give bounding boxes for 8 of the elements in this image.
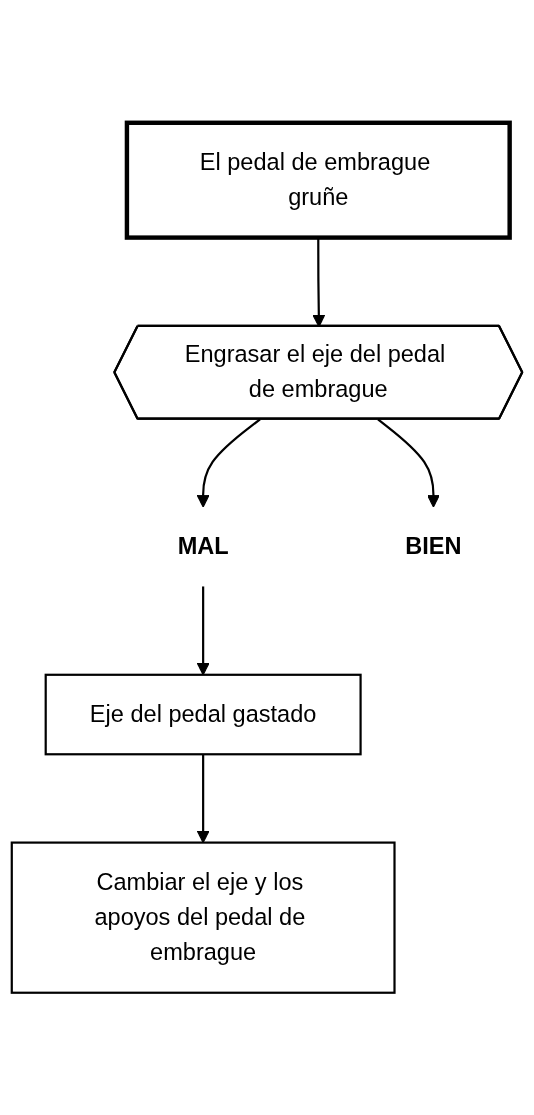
node-box: El pedal de embrague gruñe xyxy=(124,120,512,240)
arrow xyxy=(196,418,261,508)
node-box: Eje del pedal gastado xyxy=(44,673,362,756)
node-text: MAL xyxy=(177,533,229,559)
arrow xyxy=(196,754,210,843)
node-box: Cambiar el eje y los apoyos del pedal de embrague xyxy=(10,841,396,994)
node-text: BIEN xyxy=(405,533,462,559)
arrow xyxy=(377,418,440,508)
